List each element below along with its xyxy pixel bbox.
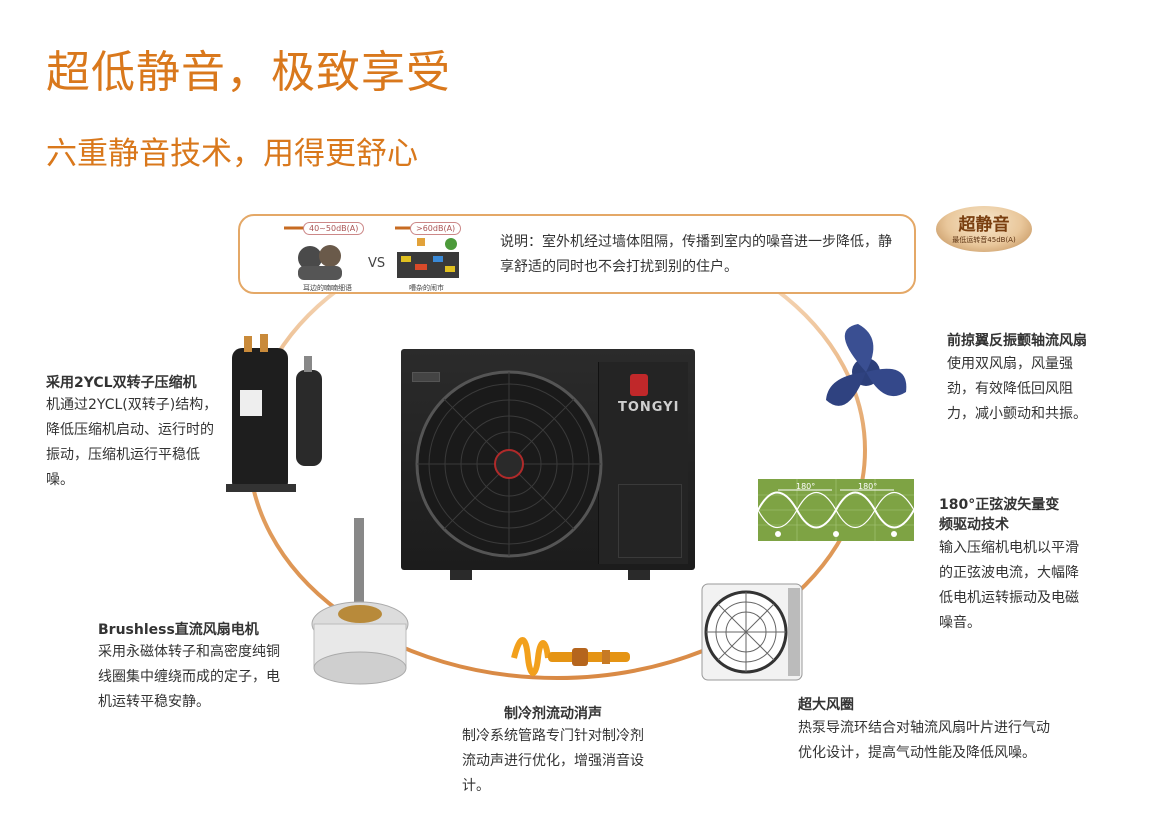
fan-ring-title: 超大风圈 [798, 697, 854, 713]
tag-right: >60dB(A) [410, 222, 462, 235]
fan-blade-title: 前掠翼反振颤轴流风扇 [947, 333, 1087, 349]
page-subtitle: 六重静音技术，用得更舒心 [46, 136, 418, 172]
info-box [238, 214, 916, 294]
page-title: 超低静音，极致享受 [46, 47, 451, 98]
sine-drive-desc: 输入压缩机电机以平滑的正弦波电流，大幅降低电机运转振动及电磁噪音。 [939, 540, 1079, 631]
brand-logo-icon [630, 374, 648, 396]
fan-ring-desc: 热泵导流环结合对轴流风扇叶片进行气动优化设计，提高气动性能及降低风噪。 [798, 720, 1050, 761]
refrigerant-pipe-icon [511, 637, 630, 676]
badge-main-text: 超静音 [958, 215, 1010, 235]
traffic-illustration [395, 223, 461, 278]
sine-label-1: 180° [796, 482, 815, 491]
vs-label: VS [368, 256, 386, 271]
caption-right: 嘈杂的闹市 [409, 284, 444, 292]
sine-label-2: 180° [858, 482, 877, 491]
refrigerant-desc: 制冷系统管路专门针对制冷剂流动声进行优化，增强消音设计。 [462, 728, 644, 794]
brand-name: TONGYI [618, 400, 680, 415]
unit-vent-icon [412, 372, 440, 382]
dc-motor-title: Brushless直流风扇电机 [98, 622, 259, 638]
fan-blade-icon [826, 324, 907, 406]
sine-wave-chart: 180° 180° [758, 479, 914, 541]
sine-drive-title: 180°正弦波矢量变频驱动技术 [939, 497, 1060, 533]
refrigerant-title: 制冷剂流动消声 [504, 706, 602, 722]
compressor-desc: 机通过2YCL(双转子)结构，降低压缩机启动、运行时的振动，压缩机运行平稳低噪。 [46, 397, 218, 488]
compressor-title: 采用2YCL双转子压缩机 [46, 375, 197, 391]
unit-service-panel [618, 484, 682, 558]
fan-blade-desc: 使用双风扇，风量强劲，有效降低回风阻力，减小颤动和共振。 [947, 356, 1087, 422]
dc-motor-desc: 采用永磁体转子和高密度纯铜线圈集中缠绕而成的定子，电机运转平稳安静。 [98, 644, 280, 710]
tag-left: 40~50dB(A) [303, 222, 365, 235]
info-description: 说明：室外机经过墙体阻隔，传播到室内的噪音进一步降低，静享舒适的同时也不会打扰到… [500, 234, 892, 275]
unit-foot-right [628, 570, 650, 580]
caption-left: 耳边的喃喃细语 [303, 284, 352, 292]
dc-motor-icon [311, 518, 409, 685]
compressor-icon [226, 334, 322, 492]
unit-foot-left [450, 570, 472, 580]
fan-ring-icon [701, 583, 803, 681]
fan-grille-icon [415, 370, 603, 558]
badge-sub-text: 最低运转音45dB(A) [952, 236, 1016, 244]
quiet-badge [936, 206, 1032, 252]
